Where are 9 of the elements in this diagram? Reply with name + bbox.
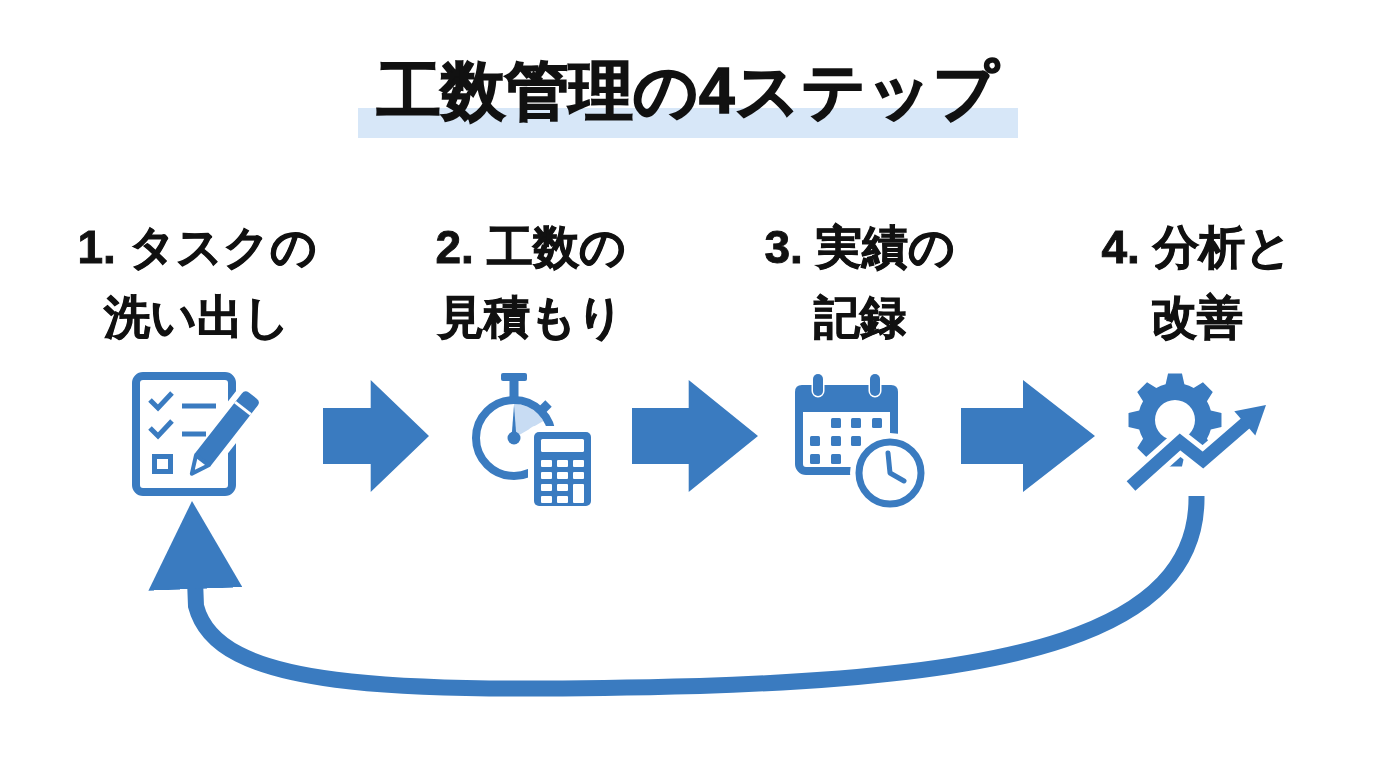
block-arrow: [632, 380, 758, 492]
step-heading: 4. 分析と改善: [1100, 220, 1293, 345]
curved-arrow: [148, 495, 1205, 697]
block-arrow: [323, 380, 429, 492]
step-heading: 1. タスクの洗い出し: [76, 220, 318, 345]
title: 工数管理の4ステップ: [358, 55, 1018, 138]
step-heading: 2. 工数の見積もり: [434, 220, 627, 345]
block-arrow: [961, 380, 1095, 492]
step-heading: 3. 実績の記録: [763, 220, 956, 345]
